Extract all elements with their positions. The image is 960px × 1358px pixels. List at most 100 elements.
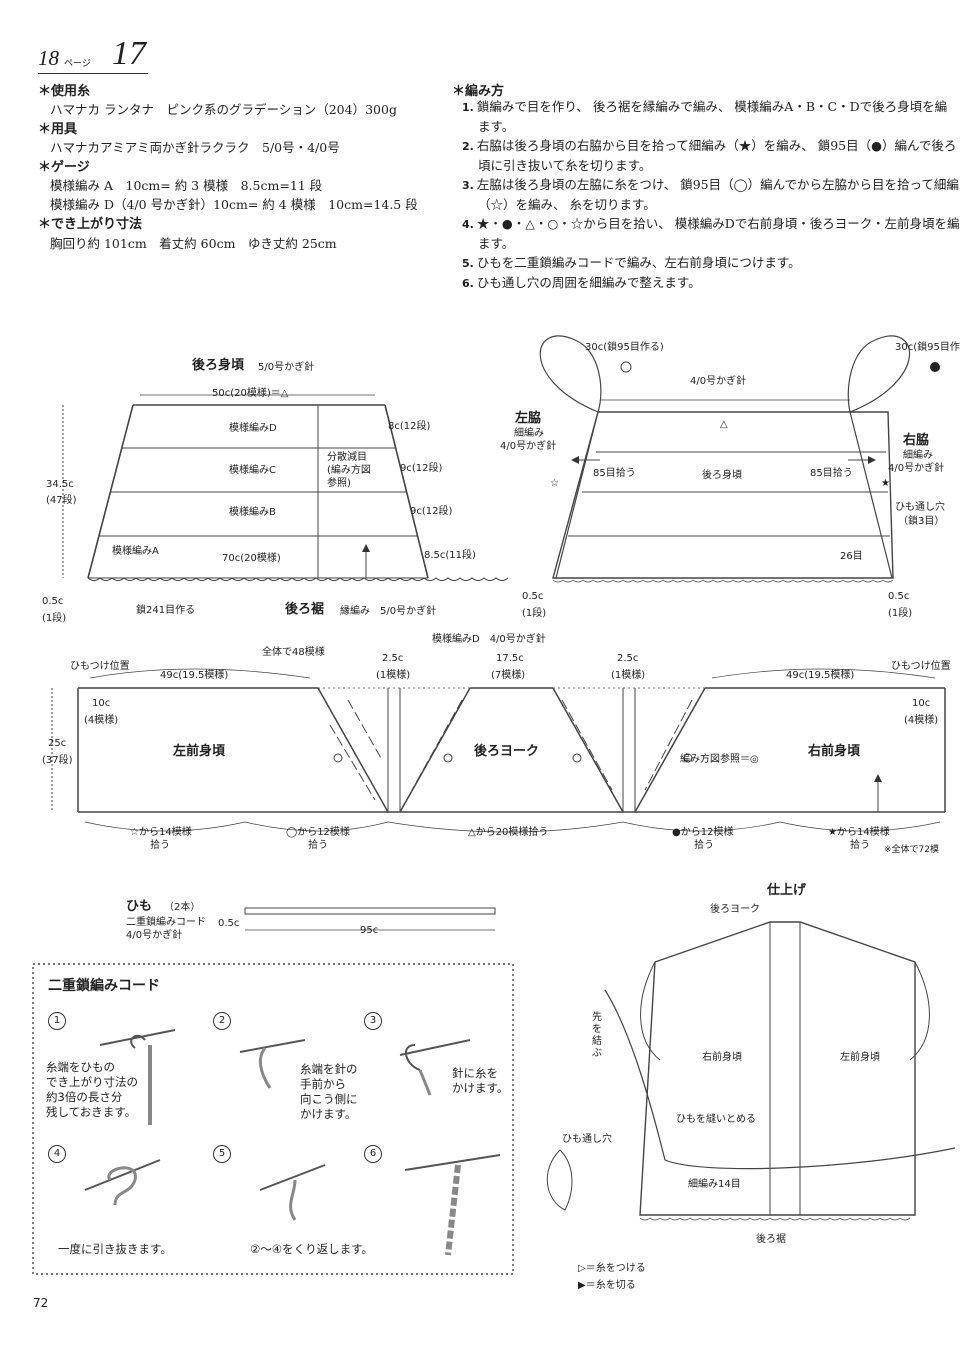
back-top-width: 50c(20模様)＝△ (212, 388, 289, 399)
gauge-heading: ＊ゲージ (38, 160, 90, 175)
howto-step-5-text: ②〜④をくり返します。 (250, 1242, 373, 1256)
yoke-height: 25c (48, 738, 67, 749)
star-filled-marker: ★ (881, 478, 890, 489)
right-width: 49c(19.5模様) (786, 670, 855, 681)
pick-5a: ★から14模様 (828, 827, 890, 838)
howto-title: 二重鎖編みコード (48, 978, 160, 994)
yarn-heading: ＊使用糸 (38, 84, 91, 99)
method-step-2: 2.右脇は後ろ身頃の右脇から目を拾って細編み（★）を編み、 鎖95目（●）編んで… (462, 138, 957, 153)
back-yoke-title: 後ろヨーク (474, 744, 540, 759)
back-height: 34.5c (46, 479, 74, 490)
method-step-2-cont: 頃に引き抜いて糸を切ります。 (478, 158, 652, 173)
legend-cut: ▶＝糸を切る (578, 1280, 636, 1291)
side-edge-left: 0.5c (522, 591, 544, 602)
finish-back-hem: 後ろ裾 (756, 1234, 786, 1245)
yarn-text: ハマナカ ランタナ ピンク系のグラデーション（204）300g (50, 102, 397, 117)
pick-1a: ☆から14模様 (130, 827, 192, 838)
side-diagram-shape (539, 335, 911, 583)
header-rule (38, 73, 148, 74)
method-step-4: 4.★・●・△・○・☆から目を拾い、 模様編みDで右前身頃・後ろヨーク・左前身頃… (462, 216, 960, 231)
pick-left: 85目拾う (593, 468, 636, 479)
yoke-width-sub: (7模様) (491, 670, 526, 681)
right-side-sub2: 4/0号かぎ針 (888, 463, 945, 474)
back-edge-rows: (1段) (42, 613, 67, 624)
right-loop-label: 30c(鎖95目作 (895, 342, 960, 353)
back-body-hook: 5/0号かぎ針 (258, 362, 315, 373)
ref-page-suffix: ページ (64, 59, 91, 69)
decrease-line-1: 分散減目 (327, 452, 367, 463)
left-side-sub1: 細編み (514, 428, 544, 439)
method-step-5: 5.ひもを二重鎖編みコードで編み、左右前身頃につけます。 (462, 255, 801, 270)
size-heading: ＊でき上がり寸法 (38, 217, 143, 232)
gap-right: 2.5c (617, 653, 639, 664)
howto-step-5-no: 5 (213, 1145, 231, 1163)
left-front-title: 左前身頃 (173, 744, 226, 759)
method-step-6: 6.ひも通し穴の周囲を細編みで整えます。 (462, 275, 701, 290)
left-loop-label: 30c(鎖95目作る) (585, 342, 664, 353)
gap-right-sub: (1模様) (611, 670, 646, 681)
cord-length: 95c (360, 925, 379, 936)
cord-thickness: 0.5c (218, 918, 240, 929)
pick-3: △から20模様拾う (468, 827, 549, 838)
page-number: 72 (33, 1296, 49, 1310)
yoke-width: 17.5c (496, 653, 524, 664)
hole-label-1: ひも通し穴 (895, 502, 945, 513)
side-back-label: 後ろ身頃 (702, 470, 742, 481)
side-edge-right: 0.5c (888, 591, 910, 602)
method-step-1: 1.鎖編みで目を作り、 後ろ裾を縁編みで編み、 模様編みA・B・C・Dで後ろ身頃… (462, 99, 948, 114)
pattern-number: 17 (112, 35, 146, 72)
pick-right: 85目拾う (810, 468, 853, 479)
front-yoke-shape (51, 668, 946, 833)
back-edge-h: 0.5c (42, 596, 64, 607)
finish-back-yoke: 後ろヨーク (710, 904, 760, 915)
cord-count: （2本） (164, 902, 201, 913)
howto-step-6-no: 6 (364, 1145, 382, 1163)
hem-note: 縁編み 5/0号かぎ針 (340, 606, 437, 617)
chain-start: 鎖241目作る (136, 605, 196, 616)
right-side-sub1: 細編み (903, 450, 933, 461)
hole-label-2: （鎖3目） (898, 516, 945, 527)
join-yarn-icon: ▷ (578, 1263, 586, 1274)
cord-hook: 4/0号かぎ針 (126, 930, 183, 941)
method-step-3-cont: （☆）を編み、 糸を切ります。 (478, 197, 656, 212)
howto-step-1-text: 糸端をひもの でき上がり寸法の 約3倍の長さ分 残しておきます。 (46, 1060, 138, 1119)
total-72-note: ※全体で72模 (884, 845, 939, 855)
pick-2a: ◯から12模様 (286, 827, 350, 838)
yoke-top-label: 模様編みD 4/0号かぎ針 (432, 634, 546, 645)
howto-step-2-text: 糸端を針の 手前から 向こう側に かけます。 (300, 1062, 358, 1121)
howto-illustrations (84, 1029, 501, 1256)
back-bottom-width: 70c(20模様) (222, 553, 281, 564)
finish-tie-end: 先を結ぶ (592, 1012, 602, 1059)
pattern-d-label: 模様編みD (229, 423, 277, 434)
side-hook-label: 4/0号かぎ針 (690, 376, 747, 387)
cord-howto-frame (32, 963, 514, 1275)
right-front-title: 右前身頃 (808, 744, 861, 759)
howto-step-3-no: 3 (364, 1012, 382, 1030)
finish-hole: ひも通し穴 (562, 1134, 612, 1145)
finish-right-front: 右前身頃 (702, 1052, 742, 1063)
edge-left: 10c (92, 698, 111, 709)
c-rows: 9c(12段) (400, 463, 443, 474)
back-body-shape (62, 394, 509, 581)
pick-5b: 拾う (850, 840, 870, 851)
left-side-sub2: 4/0号かぎ針 (500, 441, 557, 452)
cord-shape (244, 907, 496, 931)
left-side-title: 左脇 (515, 411, 542, 426)
size-text: 胸回り約 101cm 着丈約 60cm ゆき丈約 25cm (50, 236, 337, 251)
pattern-b-label: 模様編みB (229, 507, 276, 518)
side-edge-right-rows: (1段) (888, 608, 913, 619)
finish-sew-tie: ひもを縫いとめる (676, 1114, 756, 1125)
finish-shape (546, 921, 956, 1221)
cut-yarn-icon: ▶ (578, 1280, 586, 1291)
finish-left-front: 左前身頃 (840, 1052, 880, 1063)
right-side-title: 右脇 (903, 433, 930, 448)
cord-method: 二重鎖編みコード (126, 917, 206, 928)
gauge-line-2: 模様編み D（4/0 号かぎ針）10cm= 約 4 模様 10cm=14.5 段 (50, 197, 418, 212)
hem-title: 後ろ裾 (285, 602, 325, 617)
decrease-line-3: 参照) (327, 478, 351, 489)
yoke-total: 全体で48模様 (262, 647, 325, 658)
method-step-1-cont: ます。 (478, 119, 515, 134)
pick-4b: 拾う (694, 840, 714, 851)
tie-pos-right: ひもつけ位置 (891, 661, 951, 672)
back-body-title: 後ろ身頃 (192, 358, 245, 373)
